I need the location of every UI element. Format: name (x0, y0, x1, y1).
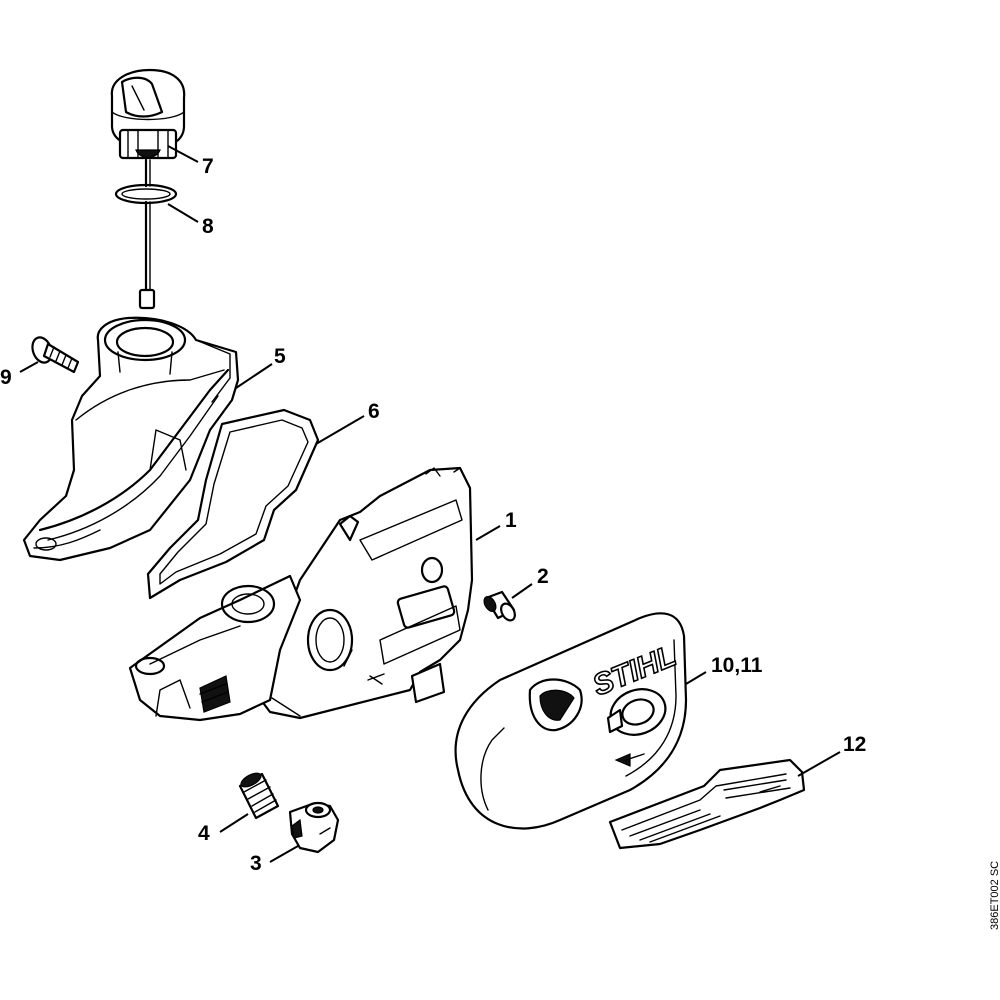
gasket (146, 408, 320, 600)
callout-9: 9 (0, 366, 12, 389)
leader-lines (19, 145, 841, 863)
callout-2: 2 (537, 565, 549, 588)
spring (238, 772, 280, 820)
bushing (483, 590, 516, 622)
callout-1: 1 (505, 509, 517, 532)
gear-housing (128, 466, 474, 722)
o-ring-and-dip-line (114, 158, 178, 310)
callout-6: 6 (368, 400, 380, 423)
callout-7: 7 (202, 155, 214, 178)
callouts: 7 8 9 5 6 1 2 10,11 12 4 3 (0, 155, 866, 875)
oil-tank-housing (22, 316, 240, 562)
reference-code: 386ET002 SC (989, 861, 1000, 930)
callout-3: 3 (250, 852, 262, 875)
guard-plate (608, 758, 806, 850)
screw (31, 336, 80, 374)
thrust-piece (288, 801, 340, 854)
callout-8: 8 (202, 215, 214, 238)
sprocket-cover (454, 612, 688, 830)
callout-12: 12 (843, 733, 866, 756)
callout-10-11: 10,11 (711, 654, 763, 677)
callout-4: 4 (198, 822, 210, 845)
oil-filler-cap (110, 68, 186, 160)
callout-5: 5 (274, 345, 286, 368)
